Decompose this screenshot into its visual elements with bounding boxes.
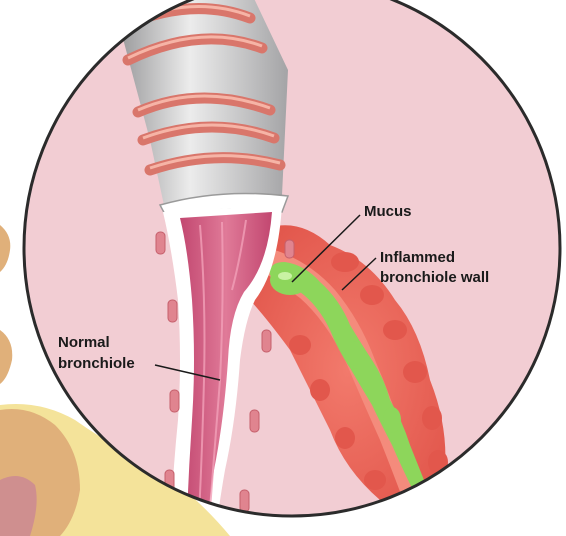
label-inflamed-line2: bronchiole wall	[380, 269, 489, 286]
label-mucus: Mucus	[364, 203, 412, 220]
label-normal-line1: Normal	[58, 334, 110, 351]
label-normal-line2: bronchiole	[58, 355, 135, 372]
label-inflamed-line1: Inflammed	[380, 249, 455, 266]
